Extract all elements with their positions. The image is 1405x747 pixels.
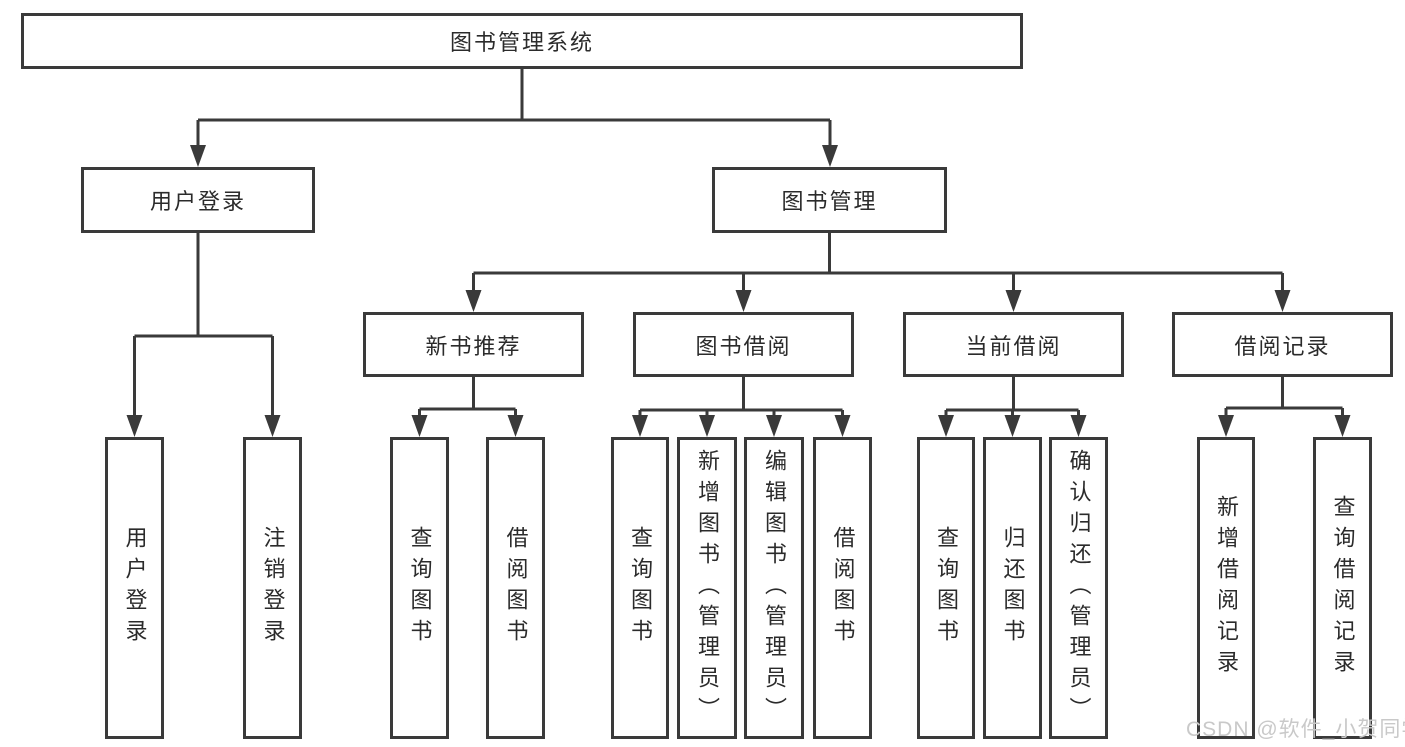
arrow-icon bbox=[1070, 415, 1087, 437]
leaf-add-books-admin: 新增图书（管理员） bbox=[677, 437, 737, 739]
node-label: 确认归还（管理员） bbox=[1066, 448, 1092, 728]
node-label: 新增图书（管理员） bbox=[695, 448, 720, 728]
node-book-management: 图书管理 bbox=[712, 167, 947, 233]
node-label: 查询图书 bbox=[934, 526, 959, 650]
node-label: 借阅图书 bbox=[830, 526, 856, 650]
connector-current-borrowing-branch bbox=[944, 377, 1080, 417]
node-label: 用户登录 bbox=[149, 189, 246, 214]
node-label: 查询借阅记录 bbox=[1330, 495, 1356, 681]
node-label: 注销登录 bbox=[260, 526, 286, 650]
node-user-login: 用户登录 bbox=[81, 167, 315, 233]
node-book-borrowing: 图书借阅 bbox=[633, 312, 854, 377]
arrow-icon bbox=[465, 290, 482, 312]
leaf-return-books: 归还图书 bbox=[983, 437, 1042, 739]
connector-new-book-branch bbox=[418, 377, 517, 417]
leaf-query-borrow-record: 查询借阅记录 bbox=[1313, 437, 1372, 739]
node-label: 查询图书 bbox=[407, 526, 433, 650]
arrow-icon bbox=[1004, 415, 1021, 437]
node-label: 归还图书 bbox=[1000, 526, 1026, 650]
node-label: 借阅图书 bbox=[503, 526, 529, 650]
node-borrowing-records: 借阅记录 bbox=[1172, 312, 1393, 377]
arrow-icon bbox=[766, 415, 782, 437]
arrow-icon bbox=[735, 290, 752, 312]
node-label: 新增借阅记录 bbox=[1214, 495, 1239, 681]
node-label: 查询图书 bbox=[628, 526, 653, 650]
leaf-user-login: 用户登录 bbox=[105, 437, 164, 739]
node-current-borrowing: 当前借阅 bbox=[903, 312, 1124, 377]
arrow-icon bbox=[632, 415, 648, 437]
arrow-icon bbox=[1218, 415, 1234, 437]
arrow-icon bbox=[822, 145, 838, 167]
arrow-icon bbox=[411, 415, 428, 437]
connector-book-borrowing-branch bbox=[638, 377, 844, 417]
leaf-borrow-books-recommend: 借阅图书 bbox=[486, 437, 545, 739]
arrow-icon bbox=[126, 415, 143, 437]
node-new-book-recommendation: 新书推荐 bbox=[363, 312, 584, 377]
leaf-add-borrow-record: 新增借阅记录 bbox=[1197, 437, 1255, 739]
node-label: 编辑图书（管理员） bbox=[762, 448, 787, 728]
arrow-icon bbox=[507, 415, 524, 437]
csdn-watermark: CSDN @软件_小贺同学 bbox=[1186, 718, 1405, 741]
arrow-icon bbox=[1274, 290, 1291, 312]
leaf-query-books-recommend: 查询图书 bbox=[390, 437, 449, 739]
arrow-icon bbox=[699, 415, 715, 437]
arrowheads bbox=[126, 145, 1351, 437]
node-label: 图书管理 bbox=[781, 189, 878, 214]
leaf-edit-books-admin: 编辑图书（管理员） bbox=[744, 437, 804, 739]
node-label: 图书借阅 bbox=[695, 333, 792, 359]
leaf-query-books-borrowing: 查询图书 bbox=[611, 437, 669, 739]
arrow-icon bbox=[190, 145, 206, 167]
node-label: 当前借阅 bbox=[965, 333, 1062, 359]
arrow-icon bbox=[834, 415, 851, 437]
arrow-icon bbox=[264, 415, 281, 437]
node-label: 借阅记录 bbox=[1234, 333, 1331, 359]
node-label: 图书管理系统 bbox=[449, 30, 594, 55]
leaf-confirm-return-admin: 确认归还（管理员） bbox=[1049, 437, 1108, 739]
node-library-management-system: 图书管理系统 bbox=[21, 13, 1023, 69]
arrow-icon bbox=[1334, 415, 1351, 437]
arrow-icon bbox=[938, 415, 954, 437]
leaf-logout: 注销登录 bbox=[243, 437, 302, 739]
arrow-icon bbox=[1005, 290, 1022, 312]
connector-borrowing-records-branch bbox=[1224, 377, 1344, 417]
connector-root-to-level1 bbox=[196, 69, 832, 147]
leaf-borrow-books: 借阅图书 bbox=[813, 437, 872, 739]
node-label: 新书推荐 bbox=[425, 333, 522, 359]
connector-book-management-branch bbox=[472, 233, 1284, 292]
leaf-query-books-current: 查询图书 bbox=[917, 437, 975, 739]
node-label: 用户登录 bbox=[122, 526, 148, 650]
connector-user-login-branch bbox=[133, 233, 274, 417]
